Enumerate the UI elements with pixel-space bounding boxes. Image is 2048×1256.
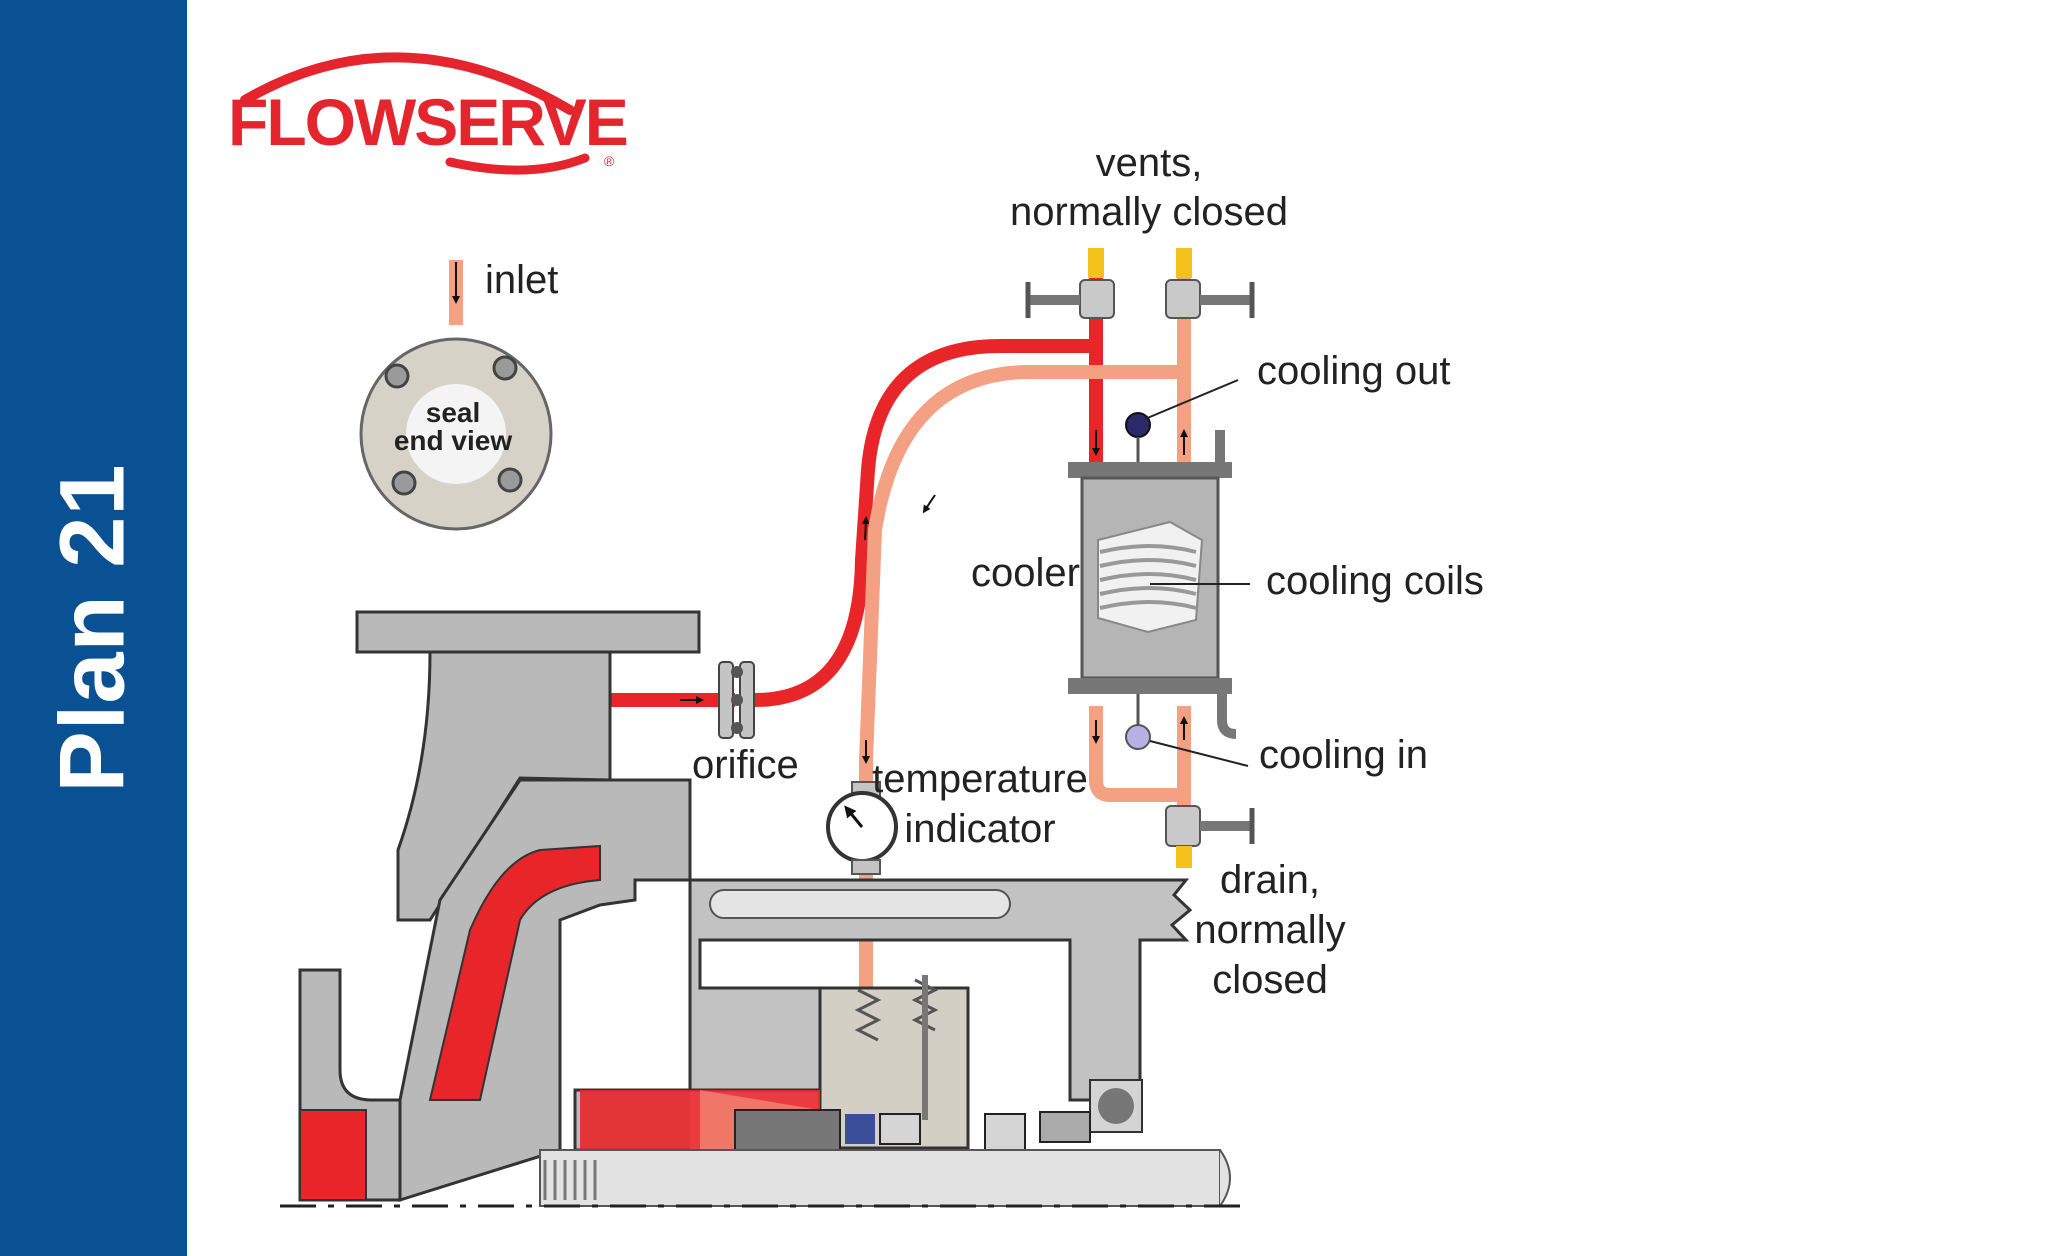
label-cooling-in: cooling in (1259, 733, 1428, 777)
seal-end-view: seal end view (359, 260, 553, 531)
temperature-indicator (826, 781, 898, 875)
cooled-bottom-loop (1089, 706, 1191, 820)
label-vents-2: normally closed (1010, 190, 1288, 234)
label-temperature-1: temperature (872, 757, 1088, 801)
bearing-frame (688, 878, 1193, 1133)
label-inlet: inlet (485, 258, 558, 302)
cooled-return-line (859, 364, 1191, 800)
shaft (280, 1149, 1245, 1208)
cooling-coils-graphic (1099, 544, 1197, 610)
leader-lines (1144, 379, 1250, 767)
sidebar: Plan 21 (0, 0, 187, 1256)
label-cooler: cooler (971, 551, 1080, 595)
seal-view-label-2: end view (394, 425, 512, 456)
label-drain-3: closed (1212, 958, 1328, 1002)
label-drain-2: normally (1194, 908, 1345, 952)
label-vents-1: vents, (1096, 141, 1203, 185)
cooler (1068, 412, 1237, 750)
label-orifice: orifice (692, 743, 799, 787)
hot-line-to-cooler (754, 339, 1103, 707)
drain-valve (1165, 805, 1255, 868)
label-cooling-coils: cooling coils (1266, 559, 1484, 603)
label-drain-1: drain, (1220, 858, 1320, 902)
pump-casing (298, 610, 701, 1203)
registered-mark: ® (604, 153, 615, 169)
brand-name: FLOWSERVE (228, 85, 627, 159)
vent-valves (1025, 248, 1255, 319)
seal-gland (580, 975, 1091, 1153)
orifice-flange (718, 661, 755, 739)
label-cooling-out: cooling out (1257, 349, 1450, 393)
label-temperature-2: indicator (904, 807, 1055, 851)
seal-view-label-1: seal (426, 397, 481, 428)
flowserve-logo: FLOWSERVE ® (228, 52, 629, 175)
